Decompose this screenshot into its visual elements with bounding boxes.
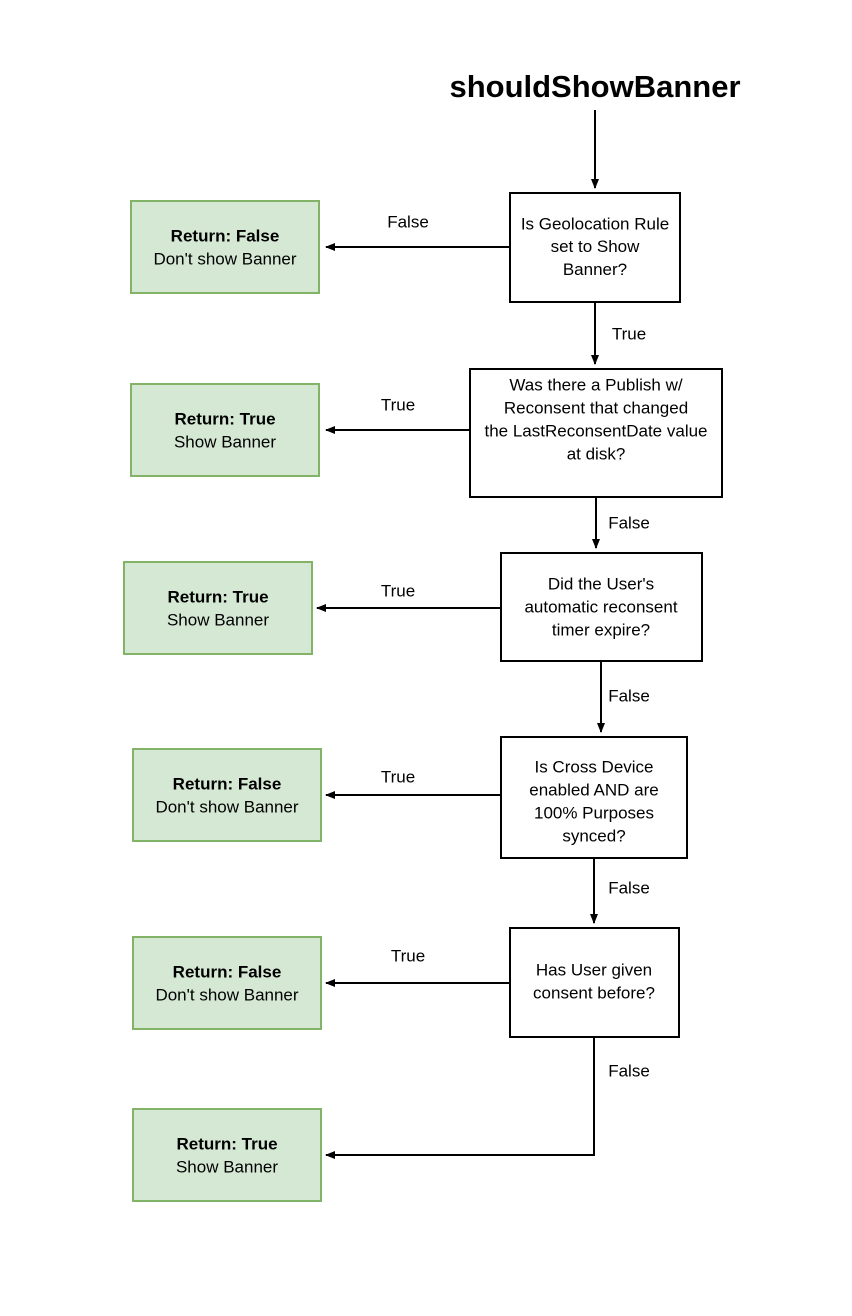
result-box-result-4[interactable] xyxy=(132,748,322,842)
decision-box-cross-device[interactable] xyxy=(500,736,688,859)
edge-label-b3-false: False xyxy=(608,686,650,705)
edge-label-b3-true: True xyxy=(381,581,415,600)
decision-text-line: timer expire? xyxy=(552,620,650,639)
result-detail: Show Banner xyxy=(167,610,269,629)
result-heading: Return: False xyxy=(171,226,280,245)
decision-text-line: Is Geolocation Rule xyxy=(521,214,669,233)
edge-label-b5-false: False xyxy=(608,1061,650,1080)
result-heading: Return: True xyxy=(174,409,275,428)
edge-consent-false xyxy=(325,1037,595,1159)
edge-label-b4-false: False xyxy=(608,878,650,897)
result-heading: Return: True xyxy=(167,587,268,606)
result-box-result-5[interactable] xyxy=(132,936,322,1030)
decision-text-line: the LastReconsentDate value xyxy=(484,421,707,440)
edge-label-b1-false: False xyxy=(387,212,429,231)
decision-text-line: Has User given xyxy=(536,960,652,979)
page-title: shouldShowBanner xyxy=(449,69,740,104)
decision-text-line: synced? xyxy=(562,826,625,845)
result-detail: Don't show Banner xyxy=(155,985,298,1004)
decision-box-publish-reconsent[interactable] xyxy=(469,368,723,498)
edge-label-b2-true: True xyxy=(381,395,415,414)
decision-text-line: automatic reconsent xyxy=(524,597,677,616)
result-box-result-6[interactable] xyxy=(132,1108,322,1202)
edge-label-b5-true: True xyxy=(391,946,425,965)
decision-text-line: set to Show xyxy=(551,237,641,256)
decision-box-reconsent-timer[interactable] xyxy=(500,552,703,662)
result-heading: Return: False xyxy=(173,774,282,793)
result-box-result-2[interactable] xyxy=(130,383,320,477)
result-detail: Don't show Banner xyxy=(153,249,296,268)
decision-text-line: Was there a Publish w/ xyxy=(509,375,682,394)
decision-text-line: Is Cross Device xyxy=(534,757,653,776)
decision-text-line: enabled AND are xyxy=(529,780,658,799)
result-heading: Return: False xyxy=(173,962,282,981)
edge-label-b1-true: True xyxy=(612,324,646,343)
decision-text-line: 100% Purposes xyxy=(534,803,654,822)
decision-text-line: Reconsent that changed xyxy=(504,398,688,417)
result-detail: Show Banner xyxy=(176,1157,278,1176)
result-box-result-1[interactable] xyxy=(130,200,320,294)
edge-label-b4-true: True xyxy=(381,767,415,786)
result-detail: Show Banner xyxy=(174,432,276,451)
decision-text-line: consent before? xyxy=(533,983,655,1002)
result-heading: Return: True xyxy=(176,1134,277,1153)
edge-label-b2-false: False xyxy=(608,513,650,532)
result-detail: Don't show Banner xyxy=(155,797,298,816)
decision-text-line: Banner? xyxy=(563,260,627,279)
decision-text-line: Did the User's xyxy=(548,574,654,593)
decision-text-line: at disk? xyxy=(567,444,626,463)
result-box-result-3[interactable] xyxy=(123,561,313,655)
